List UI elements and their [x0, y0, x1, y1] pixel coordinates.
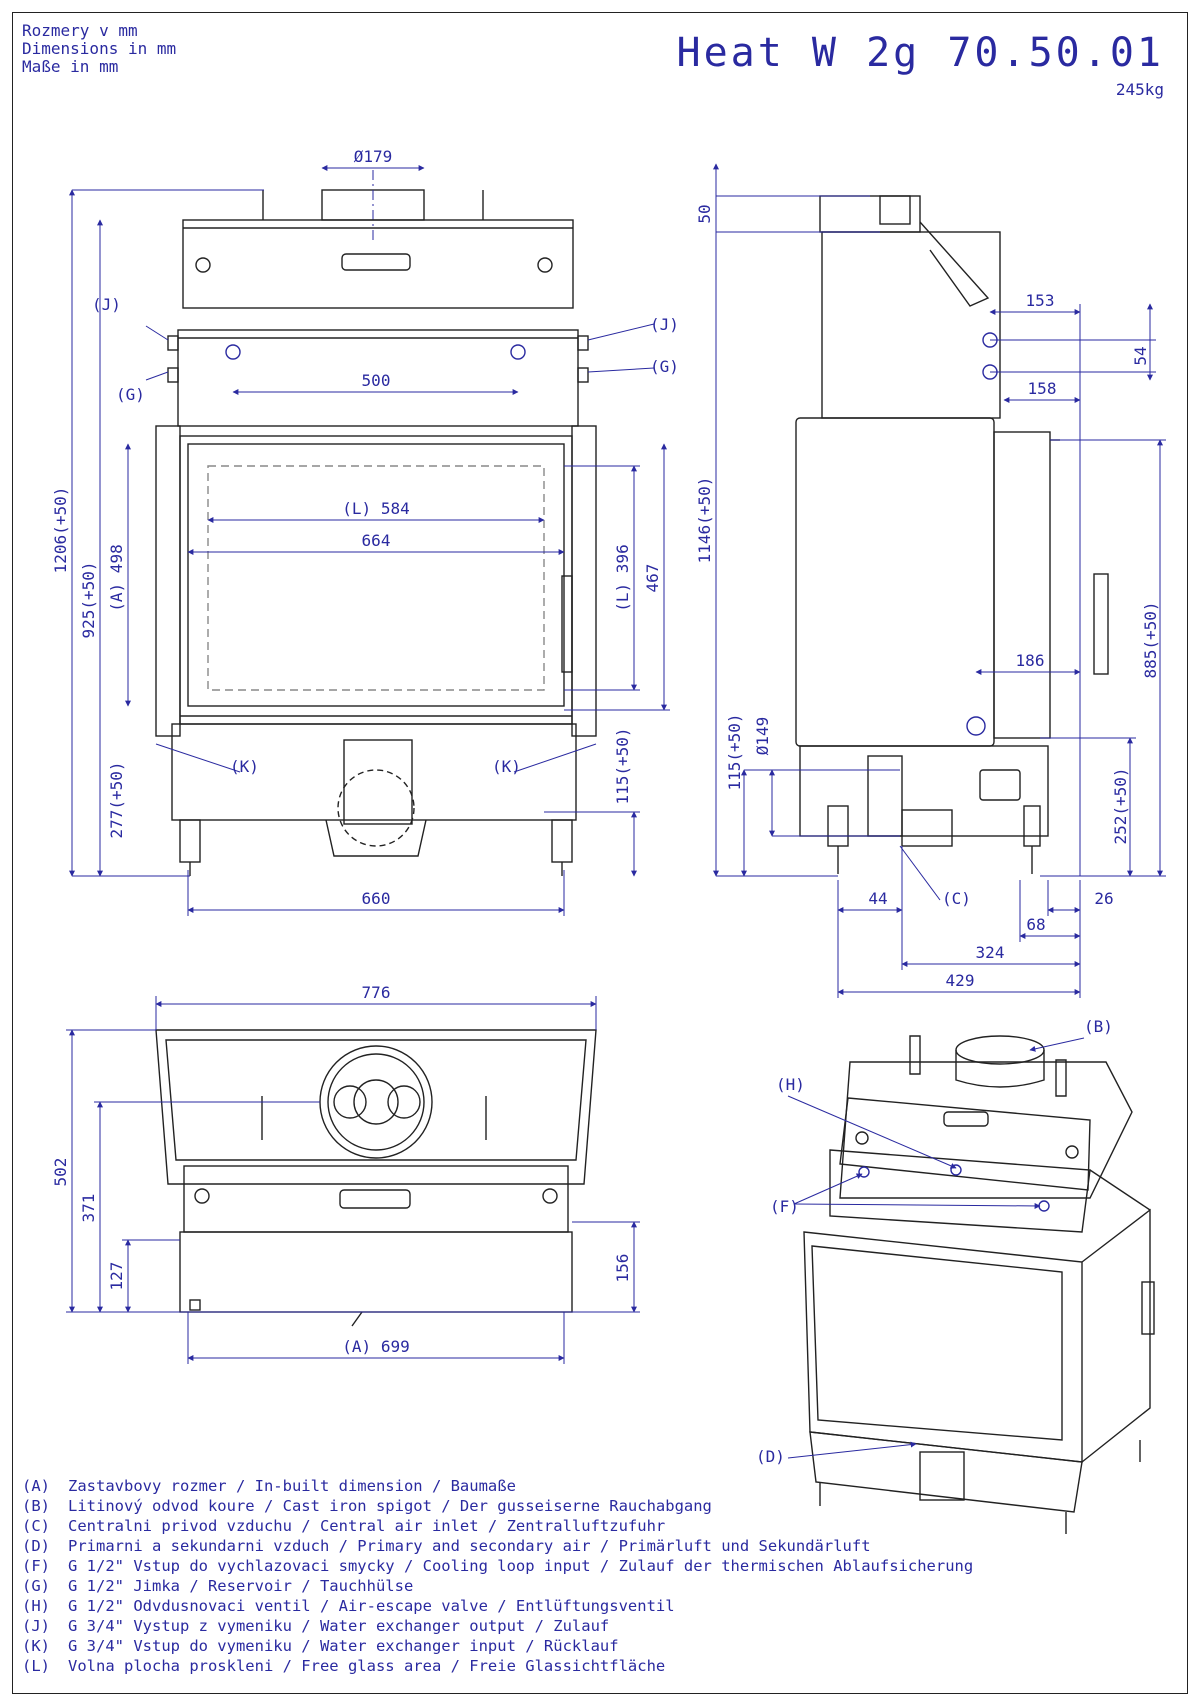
units-de: Maße in mm [22, 57, 119, 76]
dim-height-a: (A) 498 [107, 544, 126, 611]
drawing-frame [12, 12, 1188, 1694]
model-weight: 245kg [1115, 80, 1164, 99]
fire-door [179, 435, 573, 725]
legend-row: (J)G 3/4" Vystup z vymeniku / Water exch… [22, 1617, 610, 1635]
front-view [155, 170, 597, 876]
legend-row: (B)Litinový odvod koure / Cast iron spig… [22, 1497, 712, 1515]
legend-row: (K)G 3/4" Vstup do vymeniku / Water exch… [22, 1637, 619, 1655]
dim-44: 44 [868, 889, 887, 908]
legend-row: (C)Centralni privod vzduchu / Central ai… [22, 1517, 666, 1535]
top-dimensions [66, 996, 640, 1364]
callout-g-left: (G) [116, 385, 145, 404]
dim-54: 54 [1131, 346, 1150, 365]
callout-k-right: (K) [492, 757, 521, 776]
dim-324: 324 [976, 943, 1005, 962]
dim-429: 429 [946, 971, 975, 990]
dim-inlet-diameter: Ø149 [753, 717, 772, 756]
callout-j-left: (J) [92, 295, 121, 314]
dim-776: 776 [362, 983, 391, 1002]
dim-glass-width: (L) 584 [342, 499, 409, 518]
dim-side-height-total: 1146(+50) [695, 477, 714, 564]
units-cz: Rozmery v mm [22, 21, 138, 40]
legend-row: (L)Volna plocha proskleni / Free glass a… [22, 1657, 666, 1675]
dim-156: 156 [613, 1254, 632, 1283]
dim-502: 502 [51, 1158, 70, 1187]
callout-d: (D) [756, 1447, 785, 1466]
dim-153: 153 [1026, 291, 1055, 310]
dim-115-side: 115(+50) [725, 713, 744, 790]
dim-158: 158 [1028, 379, 1057, 398]
dim-371: 371 [79, 1194, 98, 1223]
dim-width-total: 660 [362, 889, 391, 908]
front-dimension-labels: Ø179 1206(+50) 925(+50) (A) 498 277(+50)… [51, 147, 679, 908]
callout-h: (H) [776, 1075, 805, 1094]
dim-68: 68 [1026, 915, 1045, 934]
callout-f: (F) [770, 1197, 799, 1216]
legend: (A)Zastavbovy rozmer / In-built dimensio… [22, 1476, 973, 1676]
dim-26: 26 [1094, 889, 1113, 908]
dim-height-bottom: 277(+50) [107, 761, 126, 838]
legend-row: (D)Primarni a sekundarni vzduch / Primar… [22, 1537, 871, 1555]
iso-callout-labels: (B) (H) (F) (D) [756, 1017, 1113, 1466]
legend-row: (A)Zastavbovy rozmer / In-built dimensio… [22, 1477, 516, 1495]
legend-row: (H)G 1/2" Odvdusnovaci ventil / Air-esca… [22, 1597, 675, 1615]
side-view [795, 195, 1109, 874]
front-dimensions [69, 165, 670, 916]
callout-k-left: (K) [230, 757, 259, 776]
dim-186: 186 [1016, 651, 1045, 670]
dim-base-height: 115(+50) [613, 727, 632, 804]
isometric-view [803, 1035, 1155, 1534]
dim-glass-height: (L) 396 [613, 544, 632, 611]
dim-conn-width: 500 [362, 371, 391, 390]
callout-c: (C) [942, 889, 971, 908]
side-dimension-labels: 50 1146(+50) 153 54 158 186 885(+50) 115… [695, 204, 1160, 990]
model-title: Heat W 2g 70.50.01 [676, 30, 1164, 76]
units-note: Rozmery v mm Dimensions in mm Maße in mm [22, 22, 176, 76]
dim-252: 252(+50) [1111, 767, 1130, 844]
dim-699: (A) 699 [342, 1337, 409, 1356]
callout-j-right: (J) [650, 315, 679, 334]
dim-top-offset: 50 [695, 204, 714, 223]
dim-127: 127 [107, 1262, 126, 1291]
top-dimension-labels: 776 502 371 127 156 (A) 699 [51, 983, 632, 1356]
free-glass-area [207, 465, 545, 691]
dim-flue-diameter: Ø179 [354, 147, 393, 166]
dim-window-width: 664 [362, 531, 391, 550]
legend-row: (G)G 1/2" Jimka / Reservoir / Tauchhülse [22, 1577, 414, 1595]
units-en: Dimensions in mm [22, 39, 177, 58]
legend-row: (F)G 1/2" Vstup do vychlazovaci smycky /… [22, 1557, 974, 1575]
dim-height-total: 1206(+50) [51, 487, 70, 574]
iso-callouts [787, 1037, 1085, 1459]
callout-b: (B) [1084, 1017, 1113, 1036]
dim-885: 885(+50) [1141, 601, 1160, 678]
dim-window-height: 467 [643, 564, 662, 593]
dim-height-top: 925(+50) [79, 561, 98, 638]
convection-hood [182, 219, 574, 309]
callout-g-right: (G) [650, 357, 679, 376]
side-dimensions [713, 163, 1166, 998]
top-view [155, 1029, 597, 1327]
